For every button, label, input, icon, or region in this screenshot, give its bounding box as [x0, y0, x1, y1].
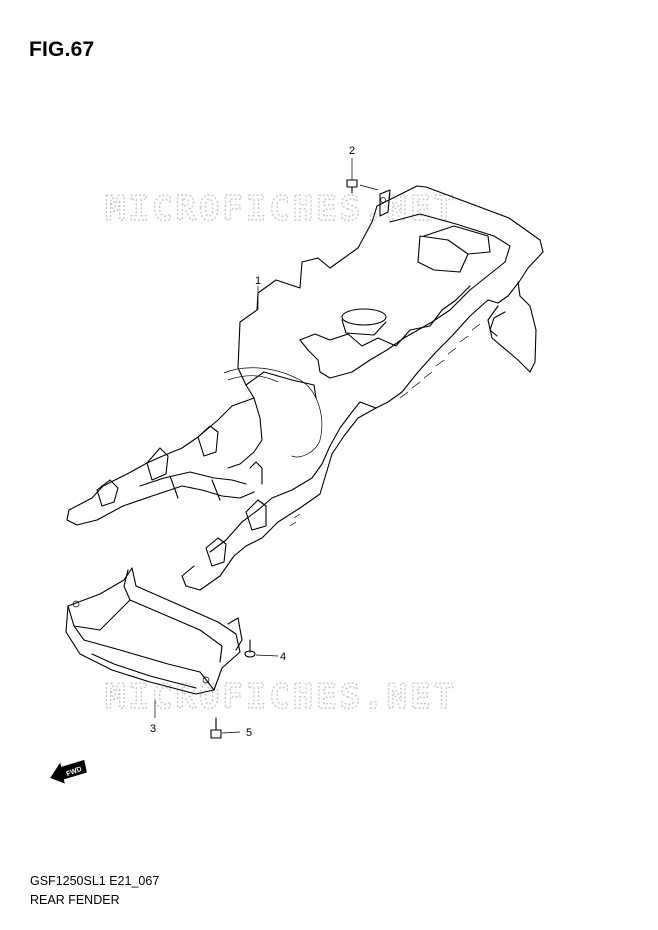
bolt-2-icon [346, 158, 379, 194]
figure-title: FIG.67 [29, 38, 95, 61]
lower-bracket-part [65, 567, 243, 695]
callout-2: 2 [349, 145, 355, 157]
screw-5-icon [210, 717, 241, 739]
screw-4-icon [244, 639, 279, 658]
callout-5: 5 [246, 727, 252, 739]
figure-code: GSF1250SL1 E21_067 [30, 874, 160, 888]
callout-1: 1 [255, 275, 261, 287]
forward-arrow-icon: FWD [50, 759, 87, 784]
watermark-top: MICROFICHES.NET [105, 189, 457, 229]
watermark-bottom: MICROFICHES.NET [105, 677, 457, 717]
rear-fender-part [66, 185, 544, 591]
figure-name: REAR FENDER [30, 893, 120, 907]
callout-4: 4 [280, 651, 286, 663]
callout-3: 3 [150, 723, 156, 735]
